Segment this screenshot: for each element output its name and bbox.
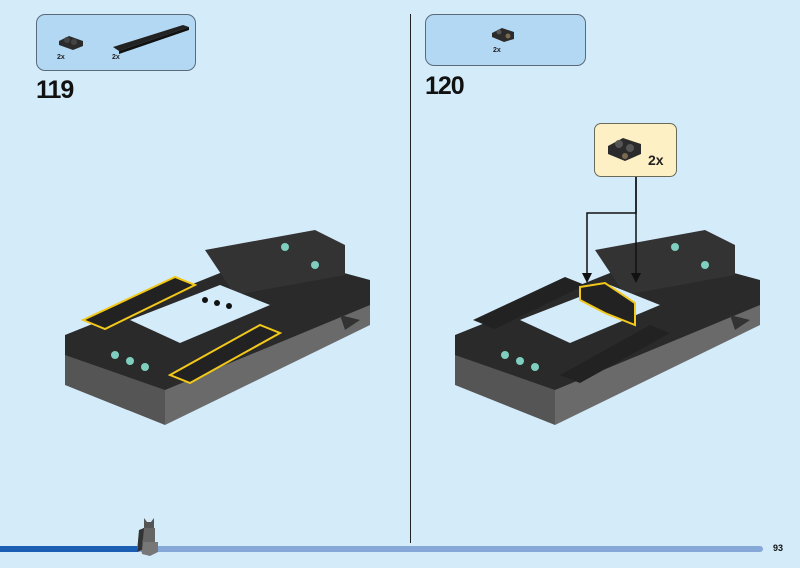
step-number: 119 — [36, 76, 74, 104]
model-step-119 — [65, 230, 370, 425]
step-number: 120 — [425, 72, 465, 100]
minifigure-icon — [137, 518, 158, 556]
step-divider — [410, 14, 411, 543]
part-qty: 2x — [493, 47, 501, 54]
model-step-120 — [455, 230, 760, 425]
bracket-part-icon — [59, 36, 83, 50]
parts-list-119: 2x 2x — [36, 14, 196, 71]
placement-arrows — [582, 175, 641, 283]
progress-bar — [0, 546, 763, 552]
part-qty: 2x — [112, 54, 120, 61]
progress-bar-fill — [0, 546, 138, 552]
part-qty: 2x — [57, 54, 65, 61]
tile-part-icon — [113, 25, 189, 54]
sub-step-callout: 2x — [594, 123, 677, 177]
parts-list-120: 2x — [425, 14, 586, 66]
page-number: 93 — [773, 543, 784, 553]
callout-qty: 2x — [648, 152, 664, 168]
bracket-part-icon — [608, 138, 641, 161]
bracket-part-icon — [492, 28, 514, 42]
